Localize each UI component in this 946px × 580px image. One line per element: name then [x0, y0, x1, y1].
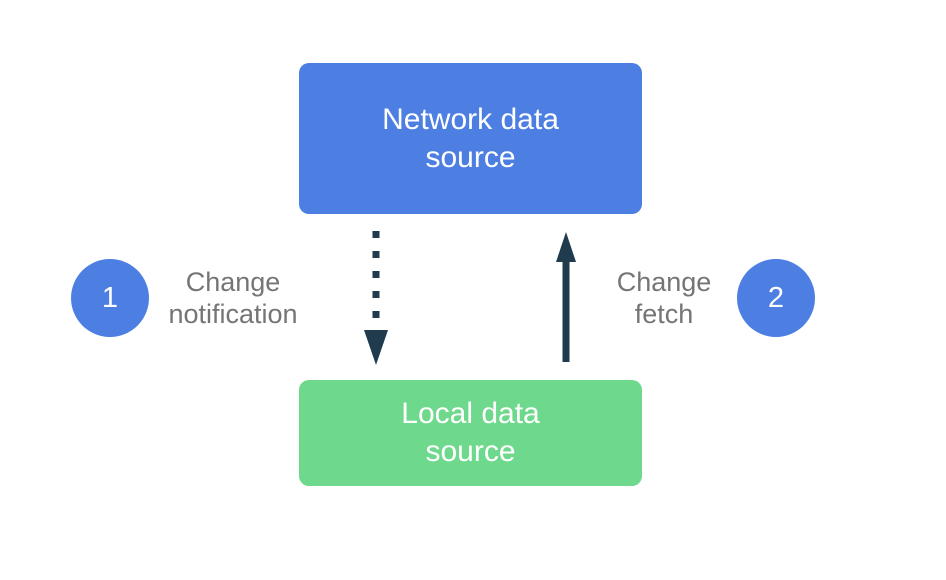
step-2-label: Change fetch — [617, 266, 712, 330]
local-node-label-line1: Local data — [401, 397, 540, 430]
change-notification-arrow-dotted-down-icon — [364, 231, 388, 365]
step-1-label-line1: Change — [185, 267, 281, 297]
network-data-source-node: Network data source — [299, 63, 642, 214]
step-1-label: Change notification — [168, 266, 297, 330]
change-fetch-arrow-solid-up-icon — [556, 232, 576, 362]
step-1-badge: 1 — [71, 259, 149, 337]
local-node-label-line2: source — [425, 435, 516, 468]
step-2-badge: 2 — [737, 259, 815, 337]
network-node-label-line1: Network data — [382, 102, 559, 136]
network-node-label-line2: source — [425, 140, 516, 174]
local-data-source-node: Local data source — [299, 380, 642, 486]
step-1-label-line2: notification — [168, 299, 298, 329]
step-2-number: 2 — [767, 281, 785, 314]
step-2-label-line2: fetch — [634, 299, 694, 329]
step-2-label-line1: Change — [616, 267, 712, 297]
step-1-number: 1 — [101, 281, 119, 314]
